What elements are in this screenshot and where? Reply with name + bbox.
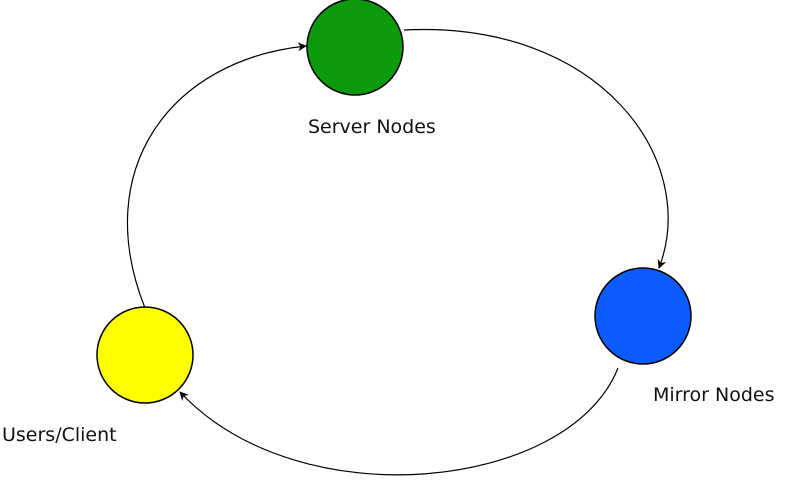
users-client-node-circle	[96, 306, 194, 404]
mirror-nodes-label: Mirror Nodes	[653, 384, 775, 406]
server-node-circle	[306, 0, 404, 96]
edge-server-to-mirror	[403, 28, 669, 269]
users-client-label: Users/Client	[2, 424, 117, 446]
mirror-node-circle	[594, 267, 692, 365]
server-nodes-label: Server Nodes	[308, 116, 436, 138]
edge-users-to-server	[127, 42, 307, 309]
edge-mirror-to-users	[179, 367, 619, 476]
